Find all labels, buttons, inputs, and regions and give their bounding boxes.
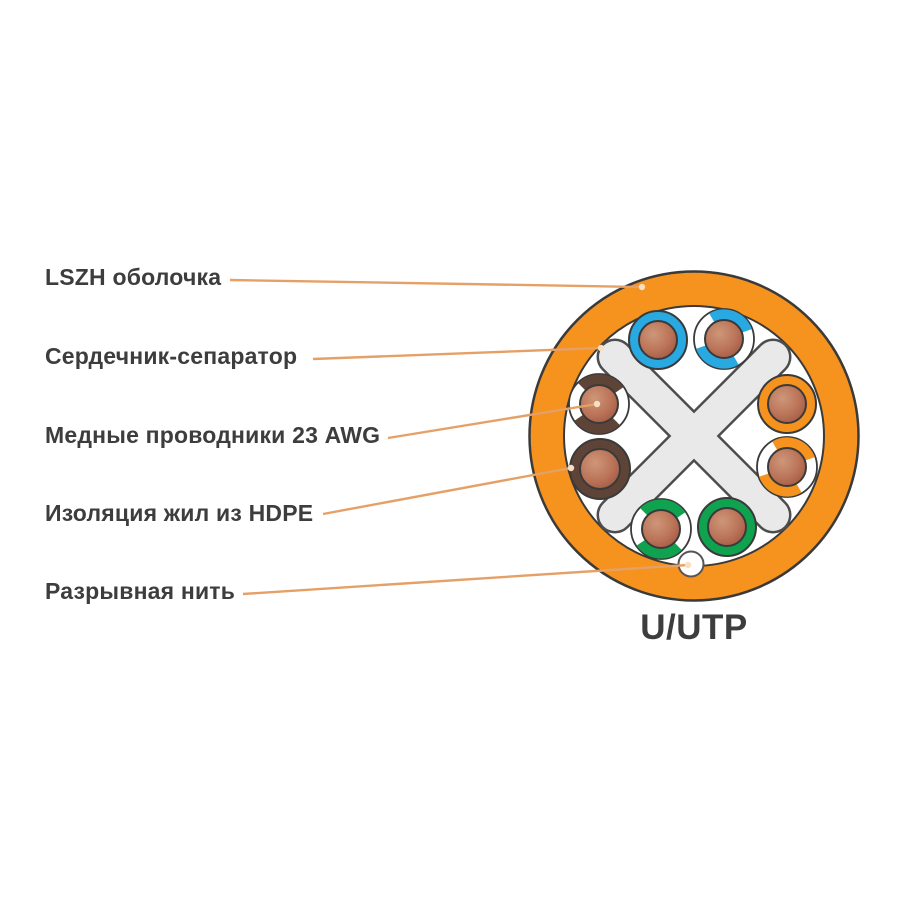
label-hdpe-insulation: Изоляция жил из HDPE: [45, 500, 314, 526]
wire-green-striped: [630, 498, 692, 560]
wire-green-solid: [697, 497, 757, 557]
wire-orange-solid: [757, 374, 817, 434]
leader-tip-insulation: [567, 464, 575, 472]
leader-tip-separator: [597, 344, 605, 352]
wire-pair-orange: [756, 374, 818, 498]
leader-tip-ripcord: [684, 561, 692, 569]
leader-line-separator: [312, 346, 602, 361]
label-core-separator: Сердечник-сепаратор: [45, 343, 298, 369]
wire-pair-green: [630, 497, 757, 560]
wire-blue-striped: [693, 308, 755, 370]
leader-line-ripcord: [242, 563, 689, 596]
wire-brown-solid: [569, 438, 631, 500]
label-copper-conductors: Медные проводники 23 AWG: [45, 422, 381, 448]
label-lszh-jacket: LSZH оболочка: [45, 264, 222, 290]
leader-line-insulation: [322, 466, 572, 516]
cable-type-caption: U/UTP: [640, 608, 748, 647]
label-rip-cord: Разрывная нить: [45, 578, 236, 604]
leader-tip-jacket: [638, 283, 646, 291]
wire-blue-solid: [628, 310, 688, 370]
leader-lines: [229, 278, 692, 596]
leader-line-jacket: [229, 278, 643, 289]
wire-pair-blue: [628, 308, 755, 370]
leader-line-copper: [387, 402, 598, 440]
leader-tip-copper: [593, 400, 601, 408]
wire-orange-striped: [756, 436, 818, 498]
cross-separator: [596, 338, 792, 534]
